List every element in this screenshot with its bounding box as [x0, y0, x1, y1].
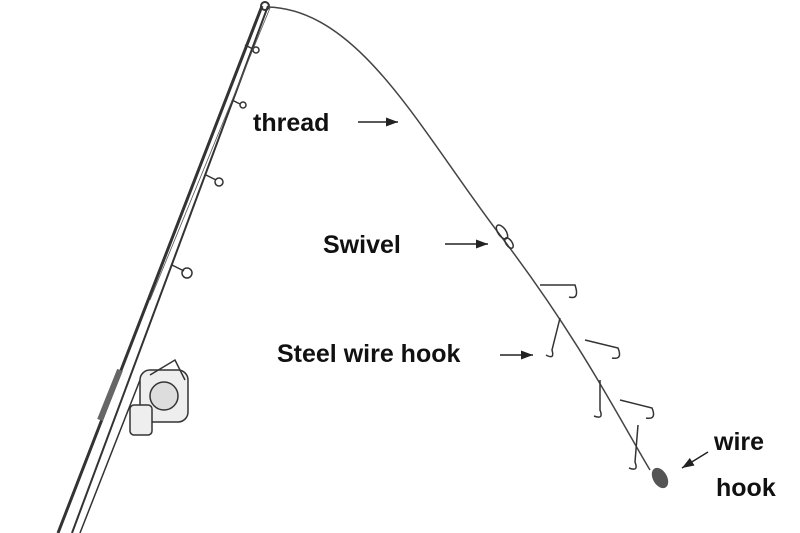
- fishing-rod: [56, 1, 270, 533]
- rod-guides: [171, 44, 260, 279]
- label-arrows: [358, 117, 709, 469]
- wire-hook-label-line2: hook: [716, 474, 776, 502]
- swivel-icon: [495, 224, 514, 249]
- swivel-label: Swivel: [323, 231, 401, 259]
- wire-hook-label-line1: wire: [714, 428, 765, 456]
- steel-wire-hook-label: Steel wire hook: [277, 340, 461, 368]
- thread-label: thread: [253, 109, 330, 137]
- spinning-reel-icon: [129, 358, 189, 436]
- steel-wire-hooks: [540, 284, 655, 470]
- wire-hook-arrow: [681, 451, 709, 469]
- sinker-icon: [651, 467, 669, 489]
